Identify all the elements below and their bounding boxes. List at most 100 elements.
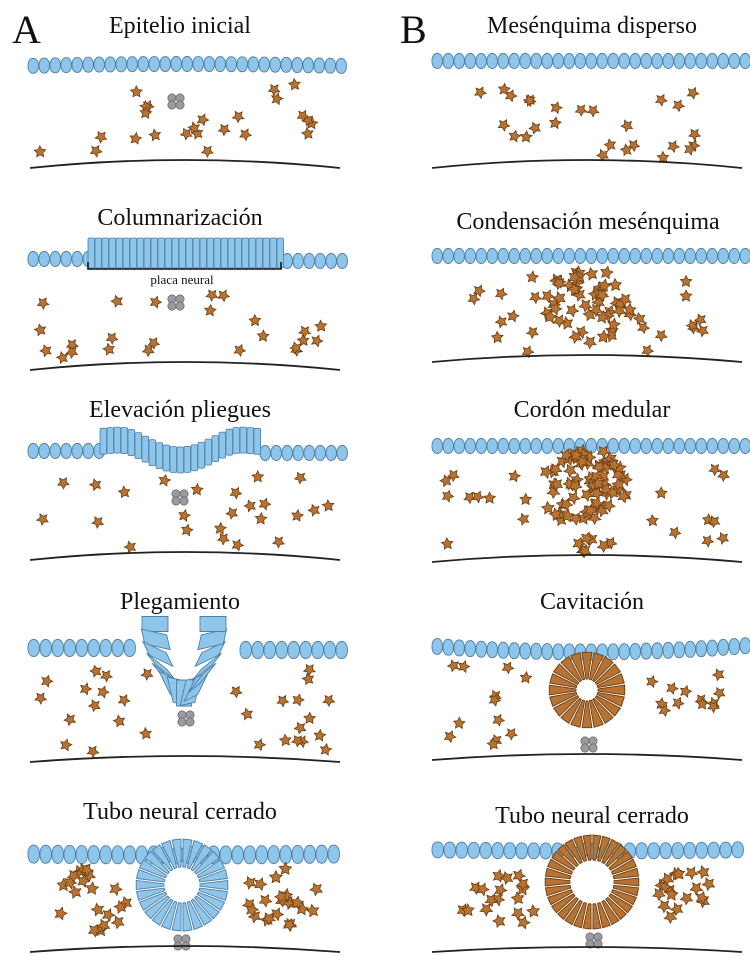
columnar-cell — [109, 238, 116, 268]
epithelial-cell — [586, 249, 596, 264]
epithelial-cell — [204, 57, 214, 72]
mesenchyme-cell — [681, 686, 692, 697]
epithelial-cell — [553, 54, 563, 69]
notochord-cell — [176, 101, 184, 109]
panel-b5 — [432, 835, 743, 952]
columnar-cell — [170, 447, 177, 473]
epithelial-cell — [619, 644, 629, 660]
mesenchyme-cell — [103, 344, 114, 355]
epithelial-cell — [542, 54, 552, 69]
epithelial-cell — [50, 252, 60, 267]
epithelial-cell — [674, 54, 684, 69]
mesenchyme-cell — [151, 297, 162, 308]
mesenchyme-cell — [140, 728, 151, 739]
epithelial-cell — [520, 643, 530, 659]
epithelial-cell — [684, 842, 695, 858]
mesenchyme-cell — [713, 669, 724, 680]
mesenchyme-cell — [680, 276, 691, 287]
mesenchyme-cell — [297, 335, 308, 346]
epithelial-cell — [630, 54, 640, 69]
epithelial-cell — [88, 640, 99, 657]
mesenchyme-cell — [576, 105, 587, 116]
epithelial-cell — [528, 843, 539, 859]
epithelial-cell — [193, 57, 203, 72]
mesenchyme-cell — [642, 345, 653, 356]
mesenchyme-cell — [717, 533, 728, 544]
columnar-cell — [207, 238, 214, 268]
neural-plate-label: placa neural — [122, 272, 242, 288]
epithelial-cell — [619, 54, 629, 69]
epithelial-cell — [540, 843, 551, 859]
columnar-cell — [228, 238, 235, 268]
mesenchyme-cell — [258, 330, 269, 341]
mesenchyme-cell — [509, 130, 520, 141]
columnar-cell — [184, 446, 191, 472]
mesenchyme-cell — [656, 95, 667, 106]
mesenchyme-cell — [292, 510, 303, 521]
epithelial-cell — [276, 642, 287, 659]
mesenchyme-cell — [520, 672, 531, 683]
mesenchyme-cell — [205, 305, 216, 316]
epithelial-cell — [685, 54, 695, 69]
mesenchyme-cell — [443, 491, 454, 502]
mesenchyme-cell — [475, 87, 486, 98]
epithelial-cell — [652, 249, 662, 264]
mesenchyme-cell — [289, 79, 300, 90]
epithelial-cell — [28, 58, 38, 73]
epithelial-cell — [619, 439, 629, 454]
epithelial-cell — [52, 640, 63, 657]
columnar-cell — [121, 428, 128, 454]
epithelial-cell — [641, 439, 651, 454]
epithelial-cell — [696, 439, 706, 454]
mesenchyme-cell — [306, 905, 318, 917]
mesenchyme-cell — [506, 729, 517, 740]
columnar-cell — [256, 238, 263, 268]
mesenchyme-cell — [179, 510, 190, 521]
mesenchyme-cell — [513, 870, 525, 882]
columnar-cell — [151, 238, 158, 268]
columnar-cell — [270, 238, 277, 268]
epithelial-cell — [641, 643, 651, 659]
mesenchyme-cell — [702, 878, 714, 890]
mesenchyme-cell — [252, 471, 264, 482]
epithelial-cell — [288, 642, 299, 659]
epithelial-cell — [520, 54, 530, 69]
mesenchyme-cell — [98, 686, 109, 697]
mesenchyme-cell — [598, 330, 610, 342]
mesenchyme-cell — [277, 696, 288, 707]
columnar-cell — [186, 238, 193, 268]
mesenchyme-cell — [315, 320, 326, 331]
epithelial-cell — [636, 843, 647, 859]
epithelial-cell — [630, 439, 640, 454]
mesenchyme-cell — [255, 513, 266, 524]
epithelial-cell — [315, 254, 325, 269]
epithelial-cell — [476, 54, 486, 69]
mesenchyme-cell — [468, 293, 479, 304]
mesenchyme-cell — [518, 514, 529, 525]
mesenchyme-cell — [567, 304, 579, 316]
epithelial-cell — [498, 249, 508, 264]
epithelial-cell — [720, 842, 731, 858]
epithelial-cell — [454, 249, 464, 264]
mesenchyme-cell — [585, 268, 597, 280]
mesenchyme-cell — [90, 479, 101, 490]
mesenchyme-cell — [656, 331, 667, 342]
epithelial-cell — [597, 54, 607, 69]
mesenchyme-cell — [232, 540, 243, 551]
epithelial-cell — [487, 54, 497, 69]
mesenchyme-cell — [81, 683, 92, 695]
epithelial-cell — [520, 249, 530, 264]
epithelial-cell — [641, 54, 651, 69]
epithelial-cell — [729, 639, 739, 655]
columnar-cell — [156, 443, 163, 469]
epithelial-cell — [304, 446, 314, 461]
mesenchyme-cell — [477, 883, 489, 895]
epithelial-cell — [663, 249, 673, 264]
mesenchyme-cell — [61, 739, 72, 750]
mesenchyme-cell — [697, 325, 708, 336]
panel-b2 — [432, 249, 750, 363]
mesenchyme-cell — [149, 129, 160, 140]
panel-b4 — [432, 638, 750, 760]
mesenchyme-cell — [91, 903, 103, 915]
epithelial-cell — [509, 643, 519, 659]
